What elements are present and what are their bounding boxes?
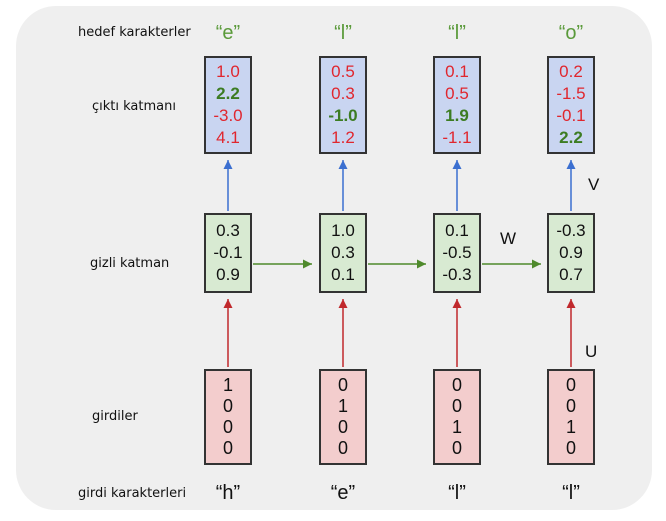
hidden-box: -0.3 0.9 0.7 — [547, 213, 595, 293]
output-value: 0.5 — [331, 62, 355, 81]
hidden-box: 0.1 -0.5 -0.3 — [433, 213, 481, 293]
input-value: 0 — [565, 438, 576, 458]
output-value: 0.1 — [445, 62, 469, 81]
input-box: 1 0 0 0 — [204, 369, 252, 465]
weight-w-label: W — [500, 229, 517, 248]
input-value: 1 — [451, 417, 462, 437]
input-value: 0 — [222, 417, 233, 437]
input-value: 0 — [451, 375, 462, 395]
hidden-value: -0.1 — [213, 243, 243, 262]
output-value-highlight: 1.9 — [445, 106, 469, 125]
output-value-highlight: 2.2 — [559, 128, 583, 147]
label-targets: hedef karakterler — [78, 25, 191, 40]
input-box: 0 1 0 0 — [319, 369, 367, 465]
input-value: 1 — [565, 417, 576, 437]
input-value: 0 — [337, 438, 348, 458]
output-value: 0.3 — [331, 84, 355, 103]
target-char: “o” — [558, 22, 584, 44]
target-char: “e” — [215, 22, 241, 44]
output-box: 0.5 0.3 -1.0 1.2 — [319, 56, 367, 154]
output-value: -3.0 — [213, 106, 243, 125]
label-hidden-layer: gizli katman — [90, 256, 170, 271]
label-output-layer: çıktı katmanı — [92, 99, 176, 114]
target-char: “l” — [334, 22, 352, 44]
input-char: “h” — [215, 482, 241, 504]
hidden-value: 0.1 — [445, 221, 469, 240]
target-char: “l” — [448, 22, 466, 44]
input-value: 0 — [337, 417, 348, 437]
input-value: 1 — [337, 396, 348, 416]
output-value: 1.2 — [331, 128, 355, 147]
weight-v-label: V — [588, 175, 600, 194]
input-char: “l” — [448, 482, 466, 504]
hidden-value: 0.9 — [216, 265, 240, 284]
output-value-highlight: 2.2 — [216, 84, 240, 103]
input-char: “e” — [330, 482, 356, 504]
output-value-highlight: -1.0 — [328, 106, 358, 125]
hidden-value: 0.3 — [331, 243, 355, 262]
input-value: 0 — [222, 396, 233, 416]
output-value: -1.1 — [442, 128, 472, 147]
hidden-value: 0.1 — [331, 265, 355, 284]
hidden-value: 0.3 — [216, 221, 240, 240]
input-box: 0 0 1 0 — [547, 369, 595, 465]
input-char: “l” — [562, 482, 580, 504]
label-inputs: girdiler — [92, 409, 138, 424]
output-value: 0.2 — [559, 62, 583, 81]
output-box: 0.1 0.5 1.9 -1.1 — [433, 56, 481, 154]
output-value: 4.1 — [216, 128, 240, 147]
input-value: 0 — [451, 438, 462, 458]
hidden-value: -0.3 — [556, 221, 586, 240]
output-value: -1.5 — [556, 84, 586, 103]
hidden-value: 1.0 — [331, 221, 355, 240]
output-value: 0.5 — [445, 84, 469, 103]
input-value: 0 — [565, 396, 576, 416]
input-value: 0 — [565, 375, 576, 395]
input-value: 0 — [222, 438, 233, 458]
weight-u-label: U — [585, 342, 598, 361]
hidden-value: -0.5 — [442, 243, 472, 262]
hidden-value: 0.9 — [559, 243, 583, 262]
hidden-value: -0.3 — [442, 265, 472, 284]
input-value: 0 — [451, 396, 462, 416]
label-input-chars: girdi karakterleri — [78, 486, 187, 501]
input-value: 0 — [337, 375, 348, 395]
hidden-box: 1.0 0.3 0.1 — [319, 213, 367, 293]
output-box: 0.2 -1.5 -0.1 2.2 — [547, 56, 595, 154]
input-box: 0 0 1 0 — [433, 369, 481, 465]
hidden-box: 0.3 -0.1 0.9 — [204, 213, 252, 293]
output-value: 1.0 — [216, 62, 240, 81]
output-box: 1.0 2.2 -3.0 4.1 — [204, 56, 252, 154]
output-value: -0.1 — [556, 106, 586, 125]
hidden-value: 0.7 — [559, 265, 583, 284]
input-value: 1 — [222, 375, 233, 395]
